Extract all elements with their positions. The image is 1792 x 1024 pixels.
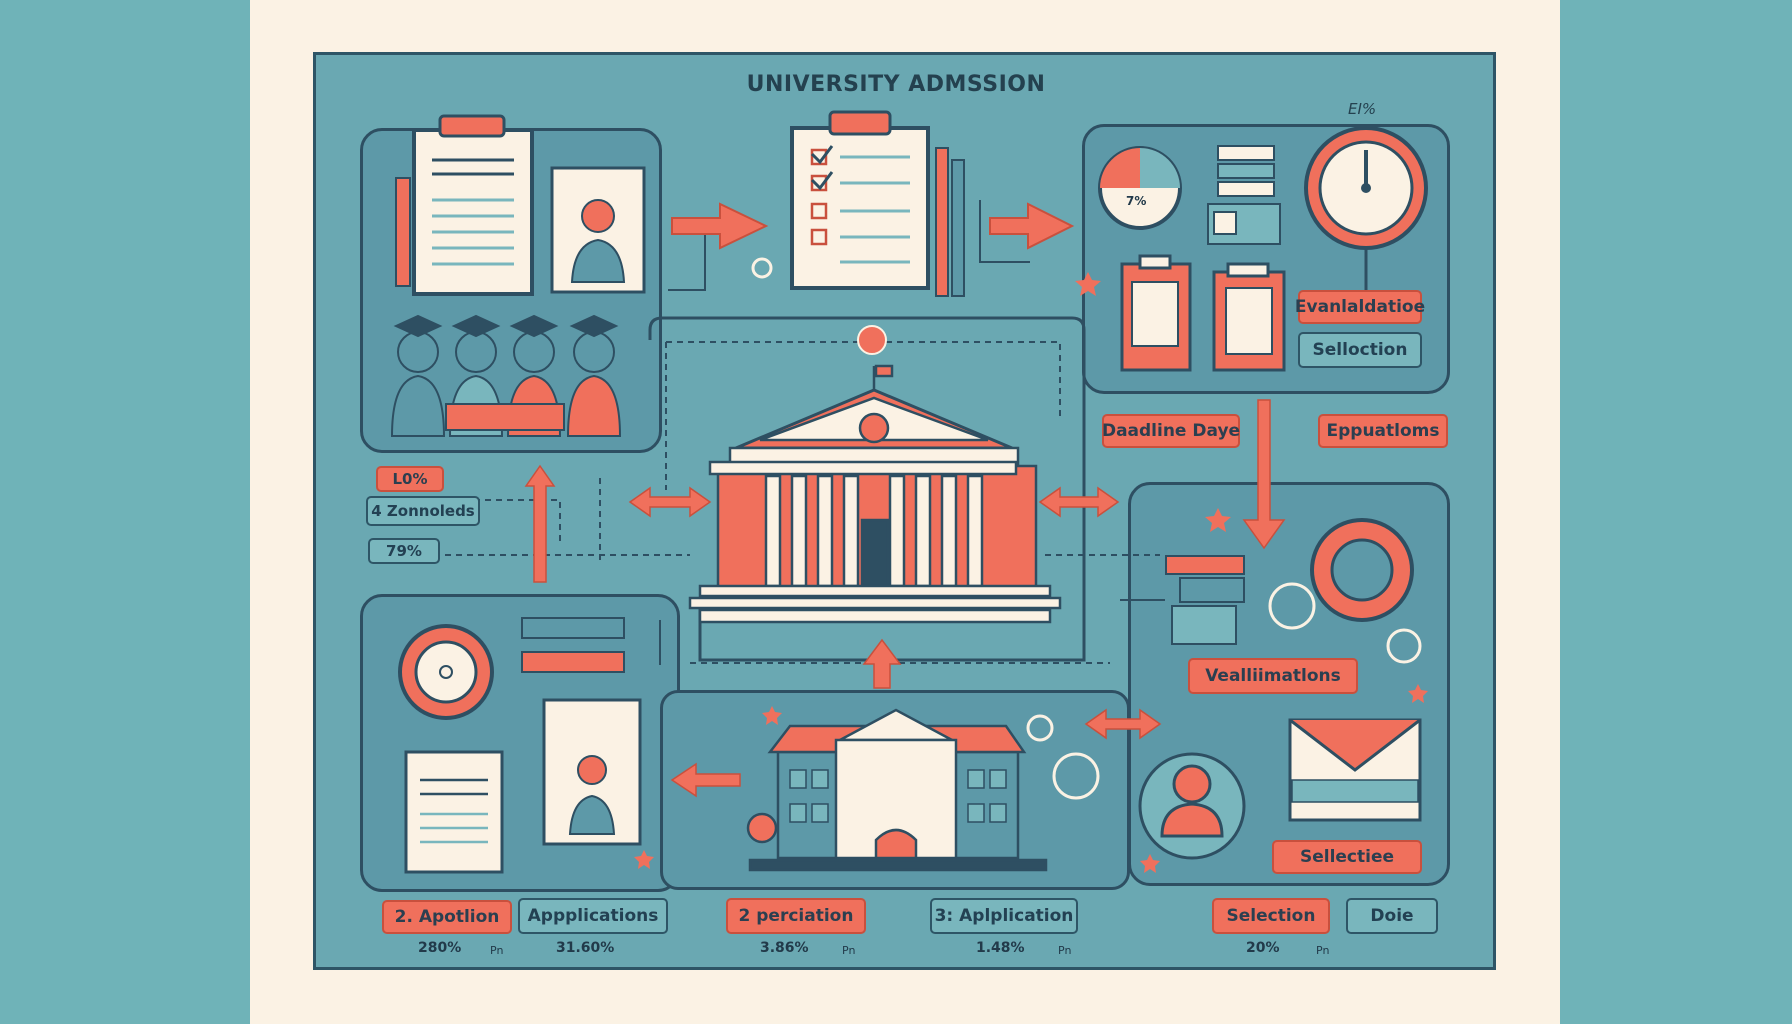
arrow-down-icon xyxy=(1242,399,1286,550)
evaluation-tag: Evanlaldatioe xyxy=(1295,290,1425,324)
connector-lines xyxy=(659,200,1165,665)
selection-result-tag: Sellectiee xyxy=(1272,840,1422,874)
deadline-tag: Daadline Daye xyxy=(1102,414,1240,448)
person-icon xyxy=(1138,752,1246,860)
bottom-step-6: Doie xyxy=(1346,898,1438,934)
bottom-step-3-unit: Pn xyxy=(842,944,856,957)
bottom-step-3: 2 perciation xyxy=(726,898,866,934)
pie-gauge-icon xyxy=(1098,146,1182,230)
clock-icon xyxy=(1304,126,1428,292)
bottom-step-1-pct: 280% xyxy=(418,940,462,956)
selection-tag: Selloction xyxy=(1298,332,1422,368)
corner-mark: EI% xyxy=(1348,100,1377,118)
bottom-step-5: Selection xyxy=(1212,898,1330,934)
stat-middle-tag: 4 Zonnoleds xyxy=(366,496,480,526)
bottom-step-4-pct: 1.48% xyxy=(976,940,1025,956)
bottom-step-3-pct: 3.86% xyxy=(760,940,809,956)
eppuations-tag: Eppuatloms xyxy=(1318,414,1448,448)
double-arrow-icon xyxy=(628,486,1162,798)
bottom-step-2-pct: 31.60% xyxy=(556,940,615,956)
gauge-percent-label: 7% xyxy=(1126,194,1147,208)
document-icon xyxy=(404,698,642,874)
checklist-clipboard-icon xyxy=(790,110,965,297)
gear-icon xyxy=(751,257,1422,800)
bottom-step-5-pct: 20% xyxy=(1246,940,1280,956)
stat-bottom-tag: 79% xyxy=(368,538,440,564)
validations-tag: Vealliimatlons xyxy=(1188,658,1358,694)
center-dashed-box xyxy=(648,316,1086,662)
stat-top-tag: L0% xyxy=(376,466,444,492)
graduates-group-icon xyxy=(390,314,622,437)
university-building-icon xyxy=(688,364,1062,624)
envelope-icon xyxy=(1288,718,1422,822)
bottom-step-2: Appplications xyxy=(518,898,668,934)
star-icon xyxy=(634,272,1428,873)
campus-building-icon xyxy=(746,708,1048,872)
bottom-step-5-unit: Pn xyxy=(1316,944,1330,957)
applicant-photo-icon xyxy=(550,166,646,294)
application-form-icon xyxy=(395,114,534,296)
report-clipboard-icon xyxy=(1120,254,1286,372)
arrow-up-icon xyxy=(524,464,902,689)
small-cards-icon xyxy=(521,555,1245,673)
bottom-step-4: 3: Aplplication xyxy=(930,898,1078,934)
diagram-title: UNIVERSITY ADMSSION xyxy=(746,72,1046,97)
arrow-right-icon xyxy=(671,202,1075,250)
bottom-step-1-unit: Pn xyxy=(490,944,504,957)
bottom-step-1: 2. Apotlion xyxy=(382,900,512,934)
target-icon xyxy=(398,325,1414,720)
document-stack-icon xyxy=(1207,145,1281,245)
bottom-step-4-unit: Pn xyxy=(1058,944,1072,957)
